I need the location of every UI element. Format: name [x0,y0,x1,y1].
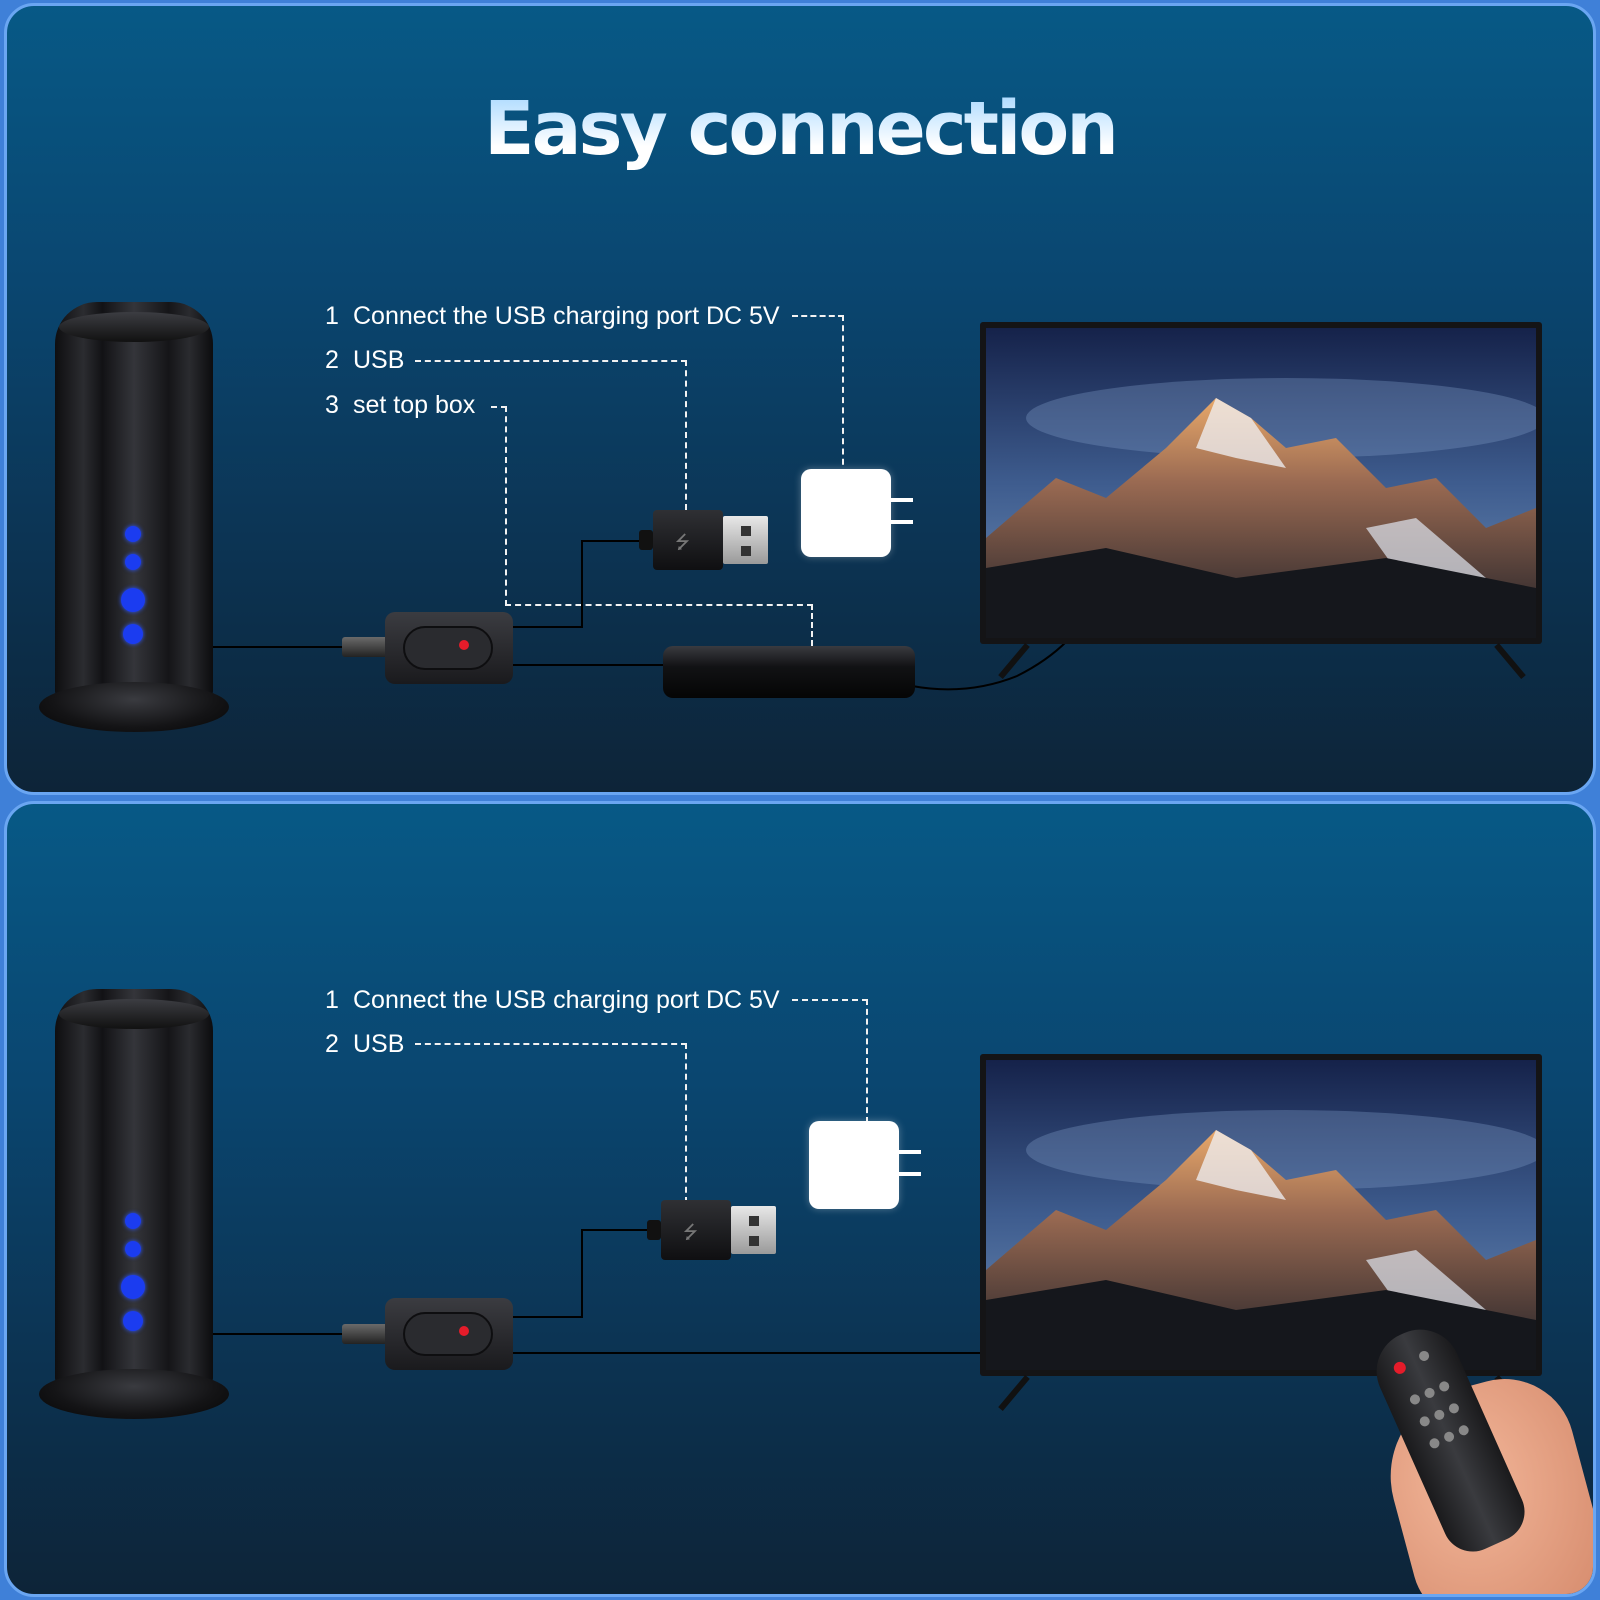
power-adapter [801,469,891,557]
dc-plug [342,1324,392,1344]
leader-line [685,1043,687,1203]
adapter-prong [899,1150,921,1154]
television [980,1054,1542,1376]
leader-line [491,406,507,408]
led-indicator [121,588,145,612]
leader-line [415,1043,687,1045]
usb-plug: ⭍ [661,1200,776,1260]
tv-screen-mountain-image [986,328,1536,638]
leader-line [842,315,844,475]
leader-line [811,604,813,646]
amplifier-box [385,612,513,684]
adapter-prong [899,1172,921,1176]
cable [212,646,344,648]
usb-icon: ⭍ [683,1222,698,1243]
adapter-prong [891,498,913,502]
led-indicator [125,1213,141,1229]
antenna-device [39,302,239,752]
tv-leg [998,1374,1030,1412]
leader-line [792,999,868,1001]
tv-leg [1494,642,1526,680]
usb-strain-relief [639,530,653,550]
amp-indicator [459,640,469,650]
leader-line [685,360,687,510]
leader-line [866,999,868,1123]
cable [581,540,643,542]
led-indicator [123,1311,143,1331]
page-title: Easy connection [7,86,1593,172]
adapter-prong [891,520,913,524]
cable [581,1229,583,1318]
tv-screen-mountain-image [986,1060,1536,1370]
set-top-box [663,646,915,698]
leader-line [415,360,687,362]
power-adapter [809,1121,899,1209]
cable [512,1352,1012,1354]
television [980,322,1542,644]
led-indicator [121,1275,145,1299]
antenna-device [39,989,239,1439]
usb-strain-relief [647,1220,661,1240]
cable [512,664,670,666]
amp-indicator [459,1326,469,1336]
hdmi-cable [911,640,1068,691]
led-indicator [125,554,141,570]
leader-line [792,315,844,317]
cable [512,1316,582,1318]
leader-line [505,604,813,606]
led-indicator [125,526,141,542]
led-indicator [125,1241,141,1257]
cable [581,1229,649,1231]
leader-line [505,406,507,606]
cable [581,540,583,628]
cable [512,626,582,628]
amplifier-box [385,1298,513,1370]
usb-plug: ⭍ [653,510,768,570]
cable [212,1333,344,1335]
led-indicator [123,624,143,644]
dc-plug [342,637,392,657]
usb-icon: ⭍ [675,532,690,553]
